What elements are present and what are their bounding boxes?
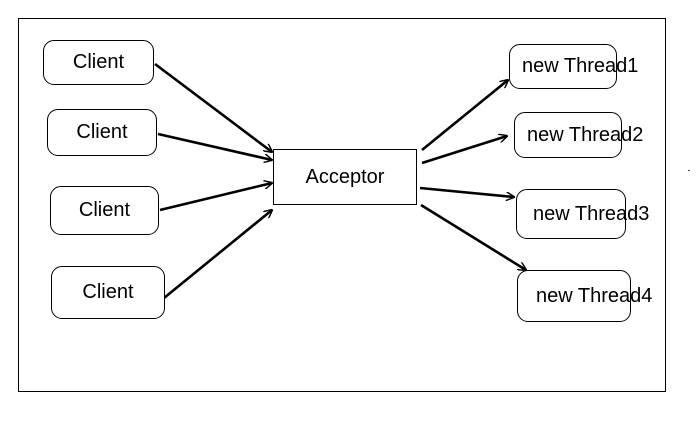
acceptor-node: Acceptor	[273, 149, 417, 205]
arrow-client1-to-acceptor	[154, 62, 272, 152]
thread-node-3: new Thread3	[516, 189, 649, 239]
arrow-client3-to-acceptor	[159, 183, 272, 212]
thread-label: new Thread2	[527, 123, 644, 146]
arrow-client4-to-acceptor	[163, 210, 272, 300]
thread-label: new Thread4	[536, 284, 653, 307]
client-label: Client	[78, 199, 131, 221]
thread-node-2: new Thread2	[514, 112, 643, 158]
thread-label: new Thread1	[522, 55, 639, 77]
stray-mark	[688, 170, 690, 171]
thread-node-4: new Thread4	[517, 270, 652, 322]
arrow-acceptor-to-thread1	[421, 80, 508, 152]
client-node-2: Client	[47, 109, 157, 156]
client-node-1: Client	[43, 40, 154, 85]
arrow-client2-to-acceptor	[157, 132, 272, 160]
arrow-acceptor-to-thread4	[420, 203, 526, 270]
acceptor-label: Acceptor	[305, 165, 385, 188]
client-label: Client	[82, 281, 134, 303]
client-label: Client	[72, 51, 125, 73]
client-label: Client	[76, 121, 128, 143]
client-node-3: Client	[50, 186, 159, 235]
client-node-4: Client	[51, 266, 165, 319]
arrow-acceptor-to-thread3	[419, 186, 514, 197]
thread-label: new Thread3	[533, 202, 650, 225]
thread-node-1: new Thread1	[509, 44, 638, 89]
arrow-acceptor-to-thread2	[421, 136, 507, 165]
